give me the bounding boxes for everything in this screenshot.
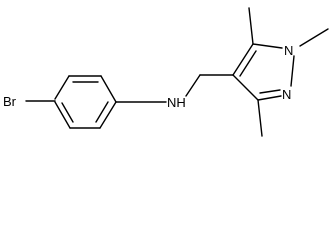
pyrazole-ring xyxy=(232,43,295,101)
benzene-ring xyxy=(54,75,117,129)
molecule-diagram: Br NH N N xyxy=(3,7,329,137)
c5-methyl-bond xyxy=(248,7,254,45)
pyrazole-n1-label: N xyxy=(284,43,293,58)
n-ch2-bond xyxy=(185,74,201,97)
structure-drawing: Br NH N N xyxy=(3,7,329,137)
n1-methyl-bond xyxy=(299,28,329,47)
bromine-label: Br xyxy=(3,94,17,109)
c3-methyl-bond xyxy=(257,99,263,137)
pyrazole-n2-label: N xyxy=(282,87,291,102)
amine-label: NH xyxy=(167,95,186,110)
